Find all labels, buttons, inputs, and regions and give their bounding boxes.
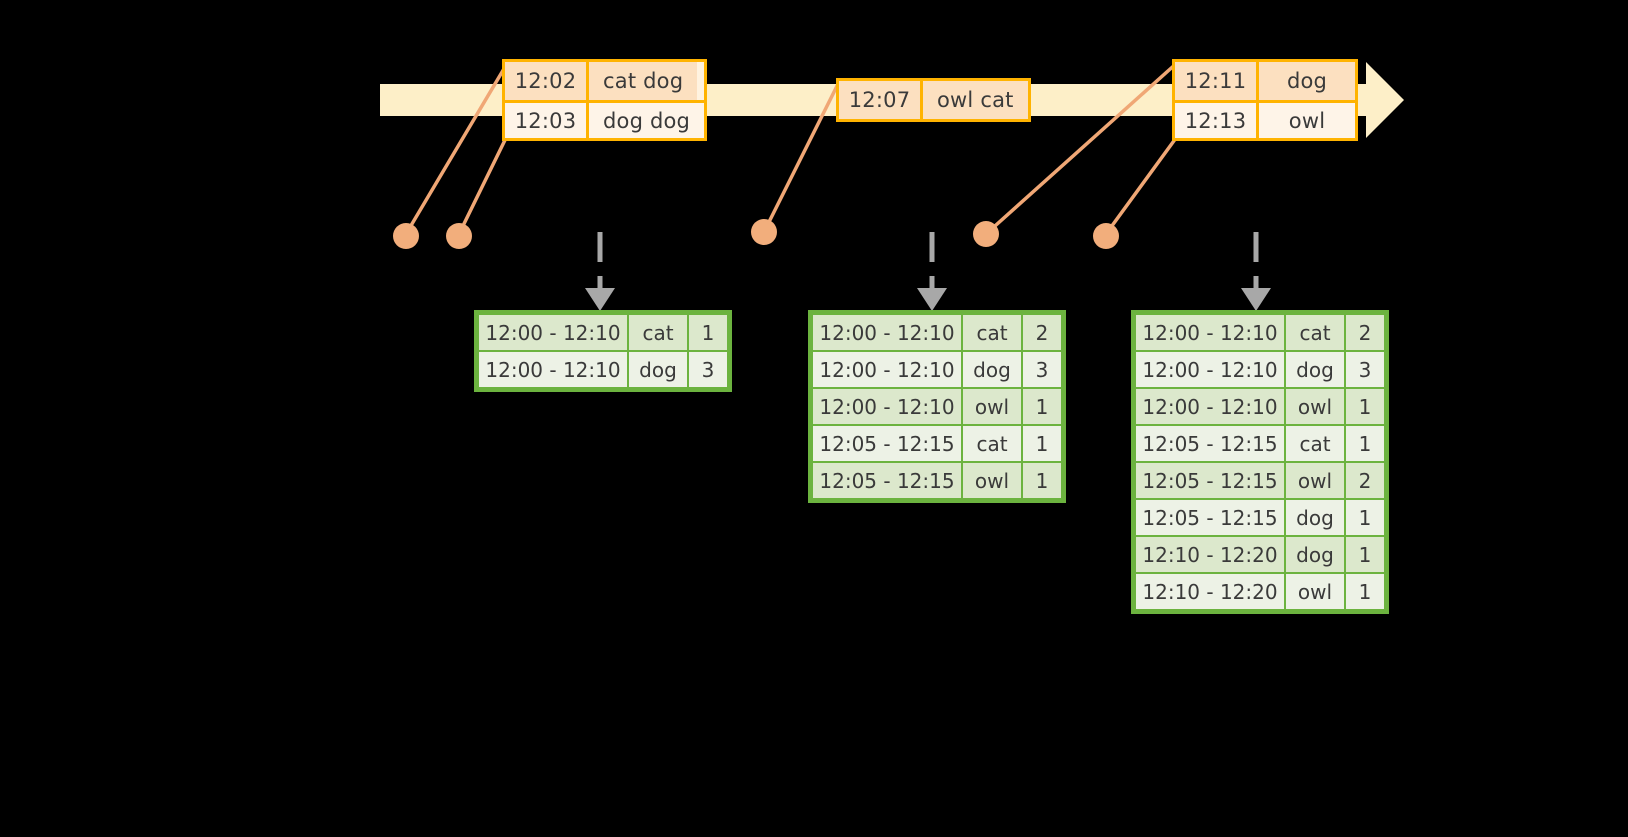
cell-count: 1	[1023, 463, 1061, 498]
cell-key: dog	[1286, 352, 1344, 387]
cell-window: 12:00 - 12:10	[1136, 315, 1284, 350]
table-row[interactable]: 12:00 - 12:10 cat 1	[478, 314, 728, 351]
cell-key: dog	[629, 352, 687, 387]
cell-window: 12:05 - 12:15	[1136, 500, 1284, 535]
table-row[interactable]: 12:00 - 12:10 owl 1	[1135, 388, 1385, 425]
table-row[interactable]: 12:05 - 12:15 dog 1	[1135, 499, 1385, 536]
event-marker-2	[446, 223, 472, 249]
connector-line-3	[762, 82, 840, 234]
cell-window: 12:05 - 12:15	[1136, 426, 1284, 461]
cell-window: 12:00 - 12:10	[479, 315, 627, 350]
cell-window: 12:10 - 12:20	[1136, 574, 1284, 609]
event-payload: dog dog	[589, 103, 705, 138]
result-table-3[interactable]: 12:00 - 12:10 cat 2 12:00 - 12:10 dog 3 …	[1131, 310, 1389, 614]
cell-count: 2	[1023, 315, 1061, 350]
cell-count: 1	[1346, 500, 1384, 535]
cell-window: 12:05 - 12:15	[813, 463, 961, 498]
connector-line-2	[457, 136, 508, 236]
event-row[interactable]: 12:02 cat dog	[505, 62, 704, 100]
result-table-1[interactable]: 12:00 - 12:10 cat 1 12:00 - 12:10 dog 3	[474, 310, 732, 392]
table-row[interactable]: 12:05 - 12:15 owl 2	[1135, 462, 1385, 499]
cell-count: 3	[689, 352, 727, 387]
result-table-2[interactable]: 12:00 - 12:10 cat 2 12:00 - 12:10 dog 3 …	[808, 310, 1066, 503]
cell-key: cat	[963, 315, 1021, 350]
event-group-1[interactable]: 12:02 cat dog 12:03 dog dog	[502, 59, 708, 141]
table-row[interactable]: 12:00 - 12:10 owl 1	[812, 388, 1062, 425]
cell-key: dog	[963, 352, 1021, 387]
cell-count: 1	[1346, 426, 1384, 461]
cell-key: cat	[963, 426, 1021, 461]
event-group-2[interactable]: 12:07 owl cat	[836, 78, 1031, 122]
event-marker-5	[1093, 223, 1119, 249]
event-markers	[393, 219, 1119, 249]
event-time: 12:02	[505, 62, 589, 100]
table-row[interactable]: 12:00 - 12:10 dog 3	[1135, 351, 1385, 388]
cell-window: 12:05 - 12:15	[813, 426, 961, 461]
cell-count: 3	[1023, 352, 1061, 387]
cell-window: 12:00 - 12:10	[479, 352, 627, 387]
event-payload: cat dog	[589, 62, 698, 100]
cell-count: 1	[1346, 389, 1384, 424]
cell-window: 12:00 - 12:10	[813, 389, 961, 424]
cell-key: cat	[1286, 426, 1344, 461]
cell-key: owl	[963, 389, 1021, 424]
cell-key: cat	[629, 315, 687, 350]
cell-key: owl	[1286, 463, 1344, 498]
connector-line-5	[1104, 136, 1178, 236]
event-time: 12:13	[1175, 103, 1259, 138]
dashed-arrow-2	[917, 232, 947, 311]
cell-window: 12:00 - 12:10	[1136, 389, 1284, 424]
cell-key: dog	[1286, 500, 1344, 535]
cell-window: 12:00 - 12:10	[1136, 352, 1284, 387]
cell-window: 12:00 - 12:10	[813, 352, 961, 387]
cell-window: 12:10 - 12:20	[1136, 537, 1284, 572]
table-row[interactable]: 12:00 - 12:10 cat 2	[812, 314, 1062, 351]
event-group-3[interactable]: 12:11 dog 12:13 owl	[1172, 59, 1358, 141]
cell-count: 1	[1023, 389, 1061, 424]
cell-window: 12:00 - 12:10	[813, 315, 961, 350]
cell-key: owl	[963, 463, 1021, 498]
event-marker-4	[973, 221, 999, 247]
event-payload: owl cat	[923, 81, 1028, 119]
event-time: 12:03	[505, 103, 589, 138]
cell-window: 12:05 - 12:15	[1136, 463, 1284, 498]
cell-count: 1	[1023, 426, 1061, 461]
dashed-arrows	[585, 232, 1271, 311]
cell-key: cat	[1286, 315, 1344, 350]
cell-key: owl	[1286, 389, 1344, 424]
table-row[interactable]: 12:00 - 12:10 cat 2	[1135, 314, 1385, 351]
cell-count: 2	[1346, 463, 1384, 498]
cell-key: dog	[1286, 537, 1344, 572]
cell-count: 3	[1346, 352, 1384, 387]
event-marker-1	[393, 223, 419, 249]
table-row[interactable]: 12:05 - 12:15 cat 1	[812, 425, 1062, 462]
table-row[interactable]: 12:00 - 12:10 dog 3	[478, 351, 728, 388]
cell-count: 1	[1346, 537, 1384, 572]
event-row[interactable]: 12:11 dog	[1175, 62, 1355, 100]
dashed-arrow-3	[1241, 232, 1271, 311]
connector-line-1	[404, 60, 510, 236]
event-row[interactable]: 12:03 dog dog	[505, 100, 705, 138]
table-row[interactable]: 12:05 - 12:15 cat 1	[1135, 425, 1385, 462]
event-payload: dog	[1259, 62, 1355, 100]
cell-count: 1	[1346, 574, 1384, 609]
table-row[interactable]: 12:10 - 12:20 owl 1	[1135, 573, 1385, 610]
cell-count: 2	[1346, 315, 1384, 350]
cell-count: 1	[689, 315, 727, 350]
event-time: 12:07	[839, 81, 923, 119]
event-payload: owl	[1259, 103, 1355, 138]
table-row[interactable]: 12:00 - 12:10 dog 3	[812, 351, 1062, 388]
event-marker-3	[751, 219, 777, 245]
event-time: 12:11	[1175, 62, 1259, 100]
event-row[interactable]: 12:13 owl	[1175, 100, 1355, 138]
cell-key: owl	[1286, 574, 1344, 609]
event-row[interactable]: 12:07 owl cat	[839, 81, 1028, 119]
table-row[interactable]: 12:10 - 12:20 dog 1	[1135, 536, 1385, 573]
dashed-arrow-1	[585, 232, 615, 311]
table-row[interactable]: 12:05 - 12:15 owl 1	[812, 462, 1062, 499]
